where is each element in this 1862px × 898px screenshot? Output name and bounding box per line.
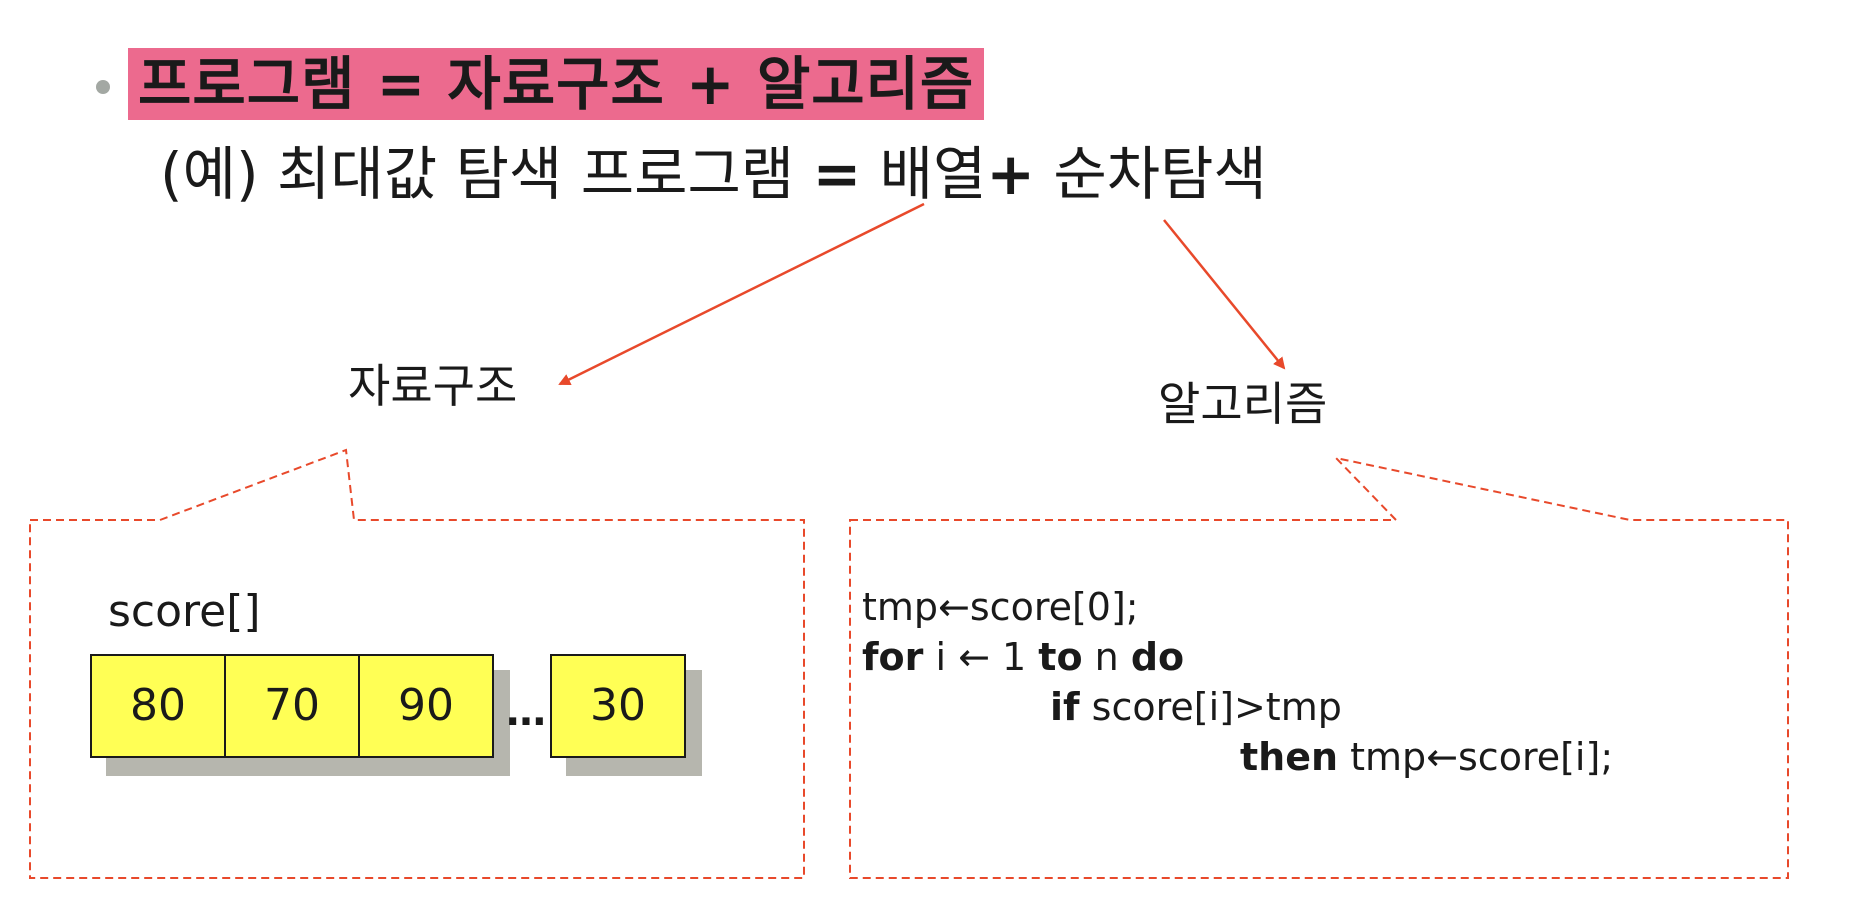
arrow-to-algorithm: [1163, 219, 1286, 370]
keyword-if: if: [1050, 685, 1080, 729]
code-line-1: tmp←score[0];: [862, 582, 1139, 632]
keyword-then: then: [1240, 735, 1339, 779]
array-ellipsis: …: [506, 689, 548, 735]
keyword-for: for: [862, 635, 924, 679]
array-cell-2: 90: [358, 654, 494, 758]
array-cell-0: 80: [90, 654, 226, 758]
example-equals: =: [812, 140, 862, 208]
keyword-to: to: [1038, 635, 1083, 679]
callout-data-structure: [29, 448, 805, 879]
array-name: score[]: [108, 586, 261, 637]
keyword-do: do: [1130, 635, 1185, 679]
example-plus: +: [986, 140, 1035, 208]
label-algorithm: 알고리즘: [1158, 377, 1328, 431]
array-cell-1: 70: [224, 654, 360, 758]
code-line-4-rest: tmp←score[i];: [1338, 735, 1614, 779]
headline-highlight: 프로그램 = 자료구조 + 알고리즘: [128, 48, 985, 120]
code-line-4: then tmp←score[i];: [1240, 732, 1613, 782]
example-search: 순차탐색: [1035, 140, 1267, 208]
array-cell-last: 30: [550, 654, 686, 758]
code-line-1-text: tmp←score[0];: [862, 585, 1139, 629]
code-line-3: if score[i]>tmp: [1050, 682, 1342, 732]
callout-algorithm: [849, 456, 1789, 879]
bullet-dot: [96, 80, 110, 94]
example-line: (예) 최대값 탐색 프로그램 = 배열+ 순차탐색: [160, 136, 1267, 212]
label-data-structure: 자료구조: [348, 359, 518, 413]
code-line-2-n: n: [1082, 635, 1131, 679]
example-prefix: (예) 최대값 탐색 프로그램: [160, 140, 813, 208]
example-array: 배열: [861, 140, 987, 208]
code-line-2-mid: i ← 1: [923, 635, 1039, 679]
code-line-2: for i ← 1 to n do: [862, 632, 1184, 682]
code-line-3-rest: score[i]>tmp: [1079, 685, 1342, 729]
arrow-to-data-structure: [558, 202, 925, 386]
